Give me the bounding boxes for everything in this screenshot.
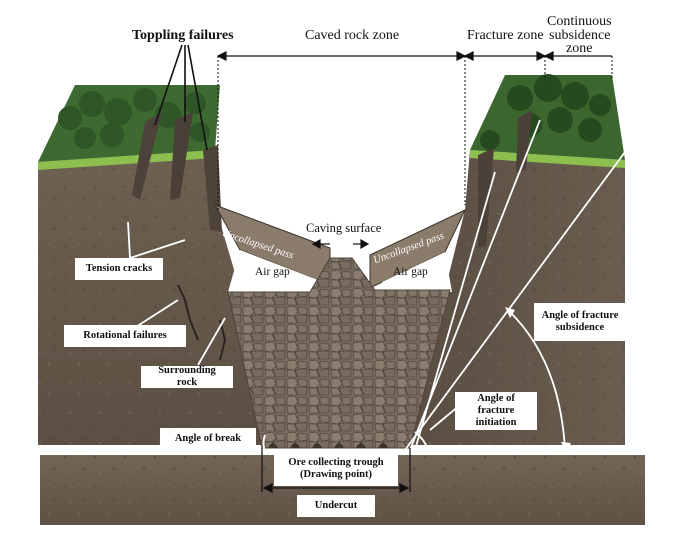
ore-collecting-trough-label: Ore collecting trough (Drawing point) xyxy=(274,452,398,486)
continuous-subsidence-zone-label-1: Continuous xyxy=(547,14,612,29)
subsidence-arrowhead xyxy=(561,442,571,452)
toppling-slab-5 xyxy=(516,110,532,172)
left-grass-edge xyxy=(38,150,215,170)
right-grass-edge xyxy=(470,150,625,168)
zone-dimension-lines xyxy=(216,51,612,61)
right-trees xyxy=(480,74,611,150)
toppling-slab-2 xyxy=(170,112,193,200)
continuous-subsidence-zone-label-2: subsidence xyxy=(549,28,611,43)
drawing-points xyxy=(268,443,388,448)
fracture-zone-label: Fracture zone xyxy=(467,28,544,43)
fracture-angle-lines xyxy=(404,119,626,451)
air-gap-right-label: Air gap xyxy=(393,266,428,278)
angle-of-fracture-subsidence-label: Angle of fracture subsidence xyxy=(534,303,626,341)
toppling-pointers xyxy=(154,44,208,151)
angle-of-fracture-initiation-label: Angle of fracture initiation xyxy=(455,392,537,430)
caving-surface-label: Caving surface xyxy=(306,221,382,235)
toppling-slab-3 xyxy=(203,145,222,232)
angle-of-break-arc xyxy=(262,434,266,453)
rotational-failures-label: Rotational failures xyxy=(64,325,186,347)
air-gap-left-label: Air gap xyxy=(255,266,290,278)
tension-cracks-label: Tension cracks xyxy=(75,258,163,280)
air-gap-left xyxy=(228,250,318,292)
caved-rock-zone-label: Caved rock zone xyxy=(305,28,400,43)
zone-boundaries xyxy=(217,56,613,210)
toppling-slab-4 xyxy=(478,148,494,248)
surrounding-rock-label: Surrounding rock xyxy=(141,365,233,388)
toppling-failures-label: Toppling failures xyxy=(132,28,234,43)
continuous-subsidence-zone-label-3: zone xyxy=(566,41,593,56)
undercut-label: Undercut xyxy=(297,495,375,517)
left-rock-texture xyxy=(38,150,262,445)
floor-texture xyxy=(40,455,645,525)
subsidence-arrowhead-top xyxy=(505,307,515,318)
angle-of-break-label: Angle of break xyxy=(160,428,256,450)
toppling-slab-1 xyxy=(132,112,162,200)
caving-surface-arrows xyxy=(311,238,370,250)
air-gap-right xyxy=(382,252,452,292)
undercut-dimension xyxy=(261,448,411,493)
